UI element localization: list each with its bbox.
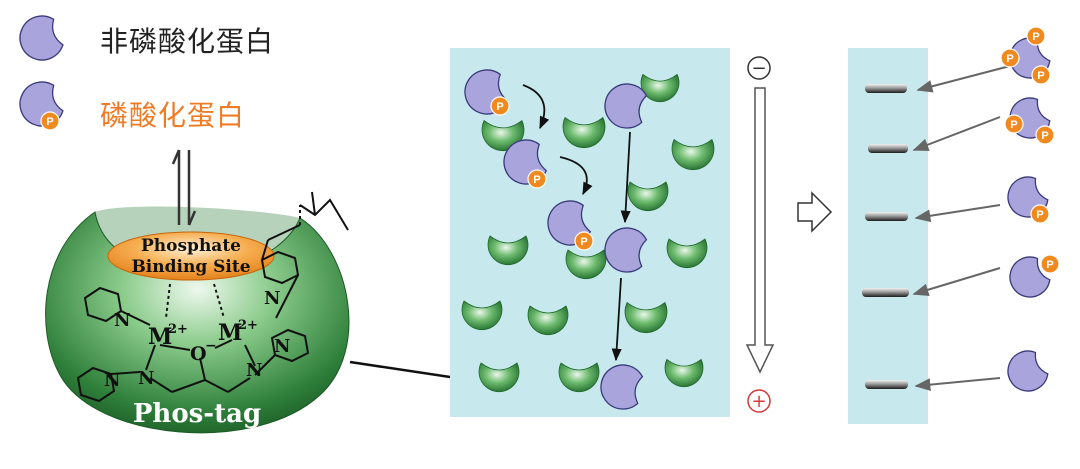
band-pointer-arrow — [914, 377, 1001, 392]
phos-tag-bead-icon — [565, 249, 607, 280]
nitrogen-label-4: N — [246, 360, 262, 381]
gel-content: P P P — [461, 69, 715, 410]
nitrogen-label-5: N — [264, 288, 280, 309]
gel-migration-arrow — [611, 277, 622, 362]
phosphate-badge-icon: P — [1031, 65, 1051, 85]
outline-arrow-right-icon — [797, 191, 833, 233]
legend-label-phospho: 磷酸化蛋白 — [100, 99, 246, 132]
phosphate-badge-label: P — [580, 236, 588, 248]
gel-migration-arrow — [620, 131, 631, 224]
phosphate-badge-icon: P — [1035, 125, 1055, 145]
metal-charge-right: 2+ — [238, 318, 258, 333]
band-pointer-arrow — [916, 65, 1011, 93]
phosphate-badge-label: P — [1006, 53, 1014, 65]
gel-binding-arrow — [522, 84, 550, 130]
phos-tag-bead-icon — [664, 358, 704, 388]
gel-protein-icon — [600, 364, 644, 410]
band-pointer-arrow — [912, 267, 1001, 296]
phos-tag-bead-icon — [558, 362, 600, 393]
phosphate-badge-label: P — [533, 174, 541, 186]
result-phospho-protein-icon — [1009, 256, 1051, 298]
phos-tag-structure — [76, 191, 349, 403]
phosphate-badge-label: P — [46, 116, 54, 128]
phosphate-badge-icon: P — [574, 231, 594, 251]
anode-symbol: + — [751, 391, 766, 412]
gel-protein-icon — [604, 227, 648, 273]
gel-protein-icon — [604, 83, 648, 129]
phosphate-badge-icon: P — [40, 111, 60, 131]
phosphate-badge-icon: P — [1004, 114, 1024, 134]
oxygen-label: O — [190, 343, 207, 365]
gel-band — [868, 144, 908, 153]
phosphate-badge-icon: P — [1026, 26, 1046, 46]
anode-icon — [747, 389, 771, 413]
gel-band — [865, 212, 908, 221]
phos-tag-bead-icon — [666, 238, 708, 269]
band-pointer-arrow — [912, 116, 1001, 151]
phosphate-badge-label: P — [1041, 130, 1049, 142]
result-lane — [848, 48, 928, 424]
phosphate-badge-label: P — [1037, 70, 1045, 82]
nitrogen-label-3: N — [104, 370, 120, 391]
phosphate-badge-icon: P — [1030, 204, 1050, 224]
gel-band — [865, 84, 907, 93]
phosphate-badge-label: P — [496, 101, 504, 113]
gel-band — [862, 288, 909, 297]
band-pointer-arrow — [914, 204, 1001, 223]
phosphate-badge-label: P — [1036, 209, 1044, 221]
metal-charge-left: 2+ — [168, 322, 188, 337]
phosphate-badge-icon: P — [527, 169, 547, 189]
legend: P — [19, 15, 64, 131]
phosphate-badge-icon: P — [490, 96, 510, 116]
phosphate-badge-label: P — [1010, 119, 1018, 131]
phos-tag-bead-icon — [624, 301, 668, 334]
gel-band — [865, 380, 908, 389]
phos-tag-atom-labels: M 2+ M 2+ O − N N N N N N — [104, 288, 290, 391]
phos-tag-name: Phos-tag — [133, 399, 261, 429]
phosphate-badge-icon: P — [1040, 254, 1060, 274]
phosphate-badge-icon: P — [1000, 48, 1020, 68]
phos-tag-bead-icon — [478, 362, 520, 393]
phosphate-badge-label: P — [1046, 259, 1054, 271]
phos-tag-bead-icon — [487, 235, 529, 266]
phosphate-binding-site: Phosphate Binding Site — [107, 231, 275, 281]
gel-binding-arrow — [559, 156, 593, 196]
phos-tag-bead-icon — [671, 138, 715, 171]
phos-tag-bead-icon — [562, 116, 606, 149]
nitrogen-label-1: N — [114, 310, 130, 331]
legend-label-non-phospho: 非磷酸化蛋白 — [100, 25, 275, 58]
phos-tag-bead-icon — [461, 300, 503, 331]
result-protein-icon — [1007, 350, 1049, 392]
result-content: P P P P P P P — [862, 26, 1060, 392]
cathode-symbol: − — [751, 58, 766, 79]
migration-arrow-icon — [745, 87, 775, 374]
site-label-line1: Phosphate — [141, 236, 241, 256]
phosphate-badge-label: P — [1032, 31, 1040, 43]
metal-label-left: M — [148, 324, 172, 350]
phos-tag-bead-icon — [527, 305, 569, 336]
equilibrium-arrows — [171, 149, 197, 226]
phos-tag-bead-icon — [627, 181, 669, 212]
cathode-icon — [747, 56, 771, 80]
site-label-line2: Binding Site — [131, 257, 250, 277]
metal-label-right: M — [218, 320, 242, 346]
oxygen-charge: − — [205, 338, 217, 354]
migration-direction: − + — [745, 56, 775, 413]
nitrogen-label-6: N — [274, 336, 290, 357]
legend-protein-icon — [19, 15, 64, 61]
nitrogen-label-2: N — [138, 368, 154, 389]
